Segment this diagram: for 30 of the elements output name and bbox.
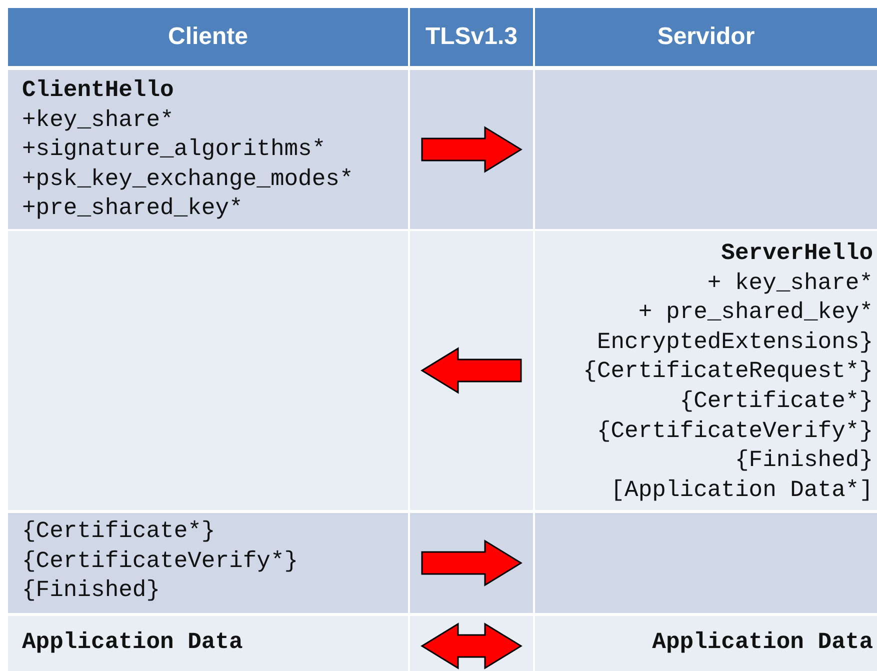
message-text: {Certificate*} <box>22 517 216 546</box>
message-text: [Application Data*] <box>610 476 873 505</box>
message-text: +pre_shared_key* <box>22 194 244 224</box>
message-text: + pre_shared_key* <box>637 298 873 328</box>
message-text: EncryptedExtensions} <box>596 328 873 357</box>
block-arrow <box>421 126 522 173</box>
message-text: {CertificateVerify*} <box>596 416 873 446</box>
message-text: +signature_algorithms* <box>22 135 327 164</box>
message-text: {CertificateRequest*} <box>582 357 873 386</box>
block-arrow <box>420 622 522 670</box>
message-text: {Finished} <box>734 446 873 476</box>
message-name: Application Data <box>22 628 244 657</box>
column-header: Servidor <box>535 8 877 66</box>
message-cell <box>8 70 408 229</box>
message-text: + key_share* <box>706 268 873 298</box>
message-text: +key_share* <box>22 106 175 135</box>
block-arrow <box>421 540 522 586</box>
message-name: ServerHello <box>720 239 873 268</box>
column-header: TLSv1.3 <box>410 8 533 66</box>
block-arrow <box>420 347 522 394</box>
message-cell <box>8 513 408 613</box>
empty-cell <box>535 70 877 229</box>
message-text: +psk_key_exchange_modes* <box>22 164 354 194</box>
message-name: Application Data <box>651 628 873 657</box>
message-text: {CertificateVerify*} <box>22 546 300 576</box>
column-header: Cliente <box>8 8 408 66</box>
message-text: {Finished} <box>22 576 162 606</box>
message-name: ClientHello <box>22 76 175 105</box>
empty-cell <box>535 513 877 613</box>
message-text: {Certificate*} <box>678 386 873 416</box>
